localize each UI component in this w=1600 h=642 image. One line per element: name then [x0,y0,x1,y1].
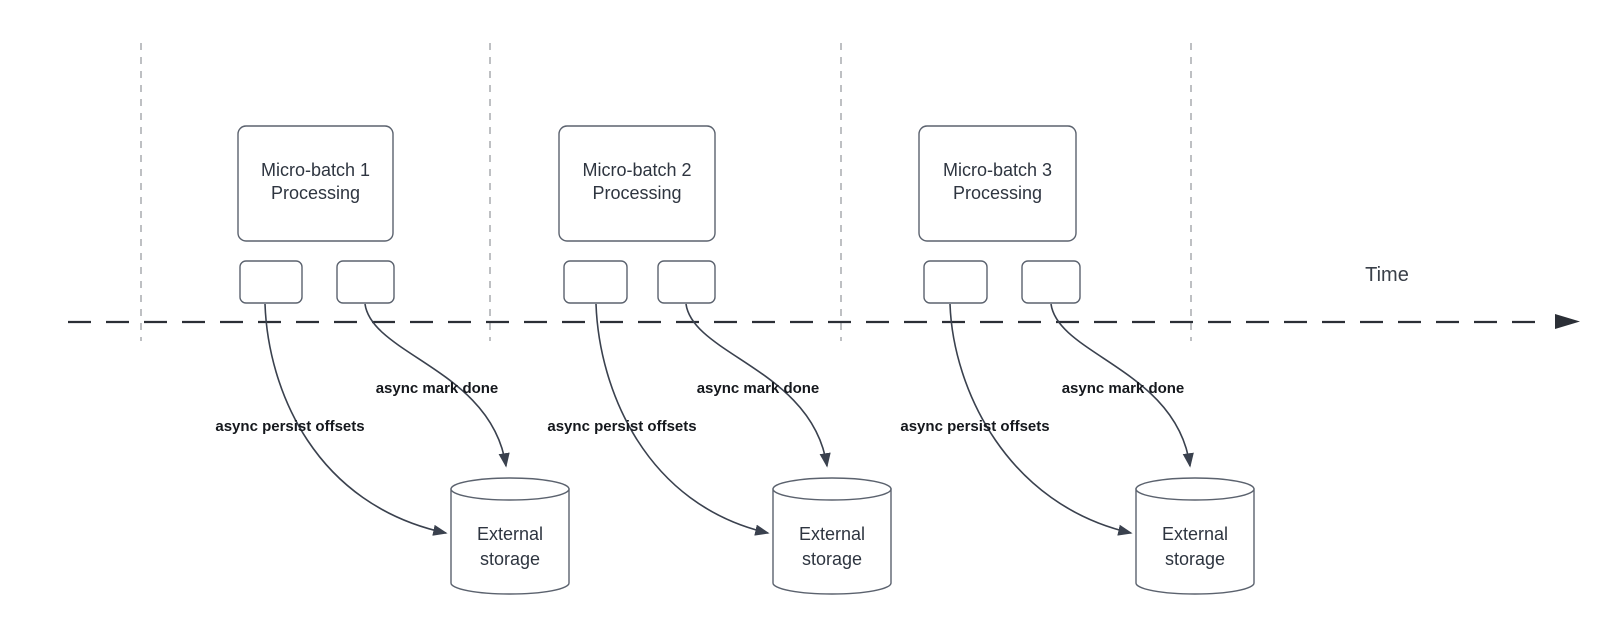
batch-3-group: Micro-batch 3 Processing async persist o… [900,125,1255,595]
batch-3-persist-offsets-label: async persist offsets [900,418,1049,435]
batch-2-offset-marker-box [563,260,628,304]
batch-2-storage-label-line1: External [799,524,865,544]
batch-1-persist-offsets-arrow [264,303,448,536]
batch-1-persist-offsets-label: async persist offsets [215,418,364,435]
micro-batch-2-label-line2: Processing [592,183,681,203]
batch-2-storage-label-line2: storage [802,549,862,569]
cylinder-body [1135,488,1255,595]
batch-3-done-marker-box [1021,260,1081,304]
batch-2-persist-offsets-label: async persist offsets [547,418,696,435]
batch-3-mark-done-arrow [1050,303,1194,468]
batch-1-offset-marker-box [239,260,303,304]
batch-3-mark-done-label: async mark done [1062,380,1185,397]
micro-batch-2-processing-box [558,125,716,242]
batch-3-storage-label-line2: storage [1165,549,1225,569]
batch-2-group: Micro-batch 2 Processing async persist o… [547,125,892,595]
batch-3-storage-label-line1: External [1162,524,1228,544]
micro-batch-1-label-line2: Processing [271,183,360,203]
batch-3-offset-marker-box [923,260,988,304]
batch-1-mark-done-arrow [364,303,510,468]
batch-3-persist-offsets-arrow [949,303,1133,536]
micro-batch-1-processing-box [237,125,394,242]
time-axis-arrowhead-icon [1555,314,1580,329]
batch-1-mark-done-label: async mark done [376,380,499,397]
cylinder-top [772,477,892,501]
micro-batch-1-label-line1: Micro-batch 1 [261,160,370,180]
batch-1-storage-label-line1: External [477,524,543,544]
batch-3-external-storage-cylinder: External storage [1135,477,1255,595]
batch-1-done-marker-box [336,260,395,304]
micro-batch-2-label-line1: Micro-batch 2 [582,160,691,180]
micro-batch-3-processing-box [918,125,1077,242]
cylinder-top [450,477,570,501]
batch-2-mark-done-arrow [685,303,831,468]
time-axis-label: Time [1365,264,1409,286]
batch-2-external-storage-cylinder: External storage [772,477,892,595]
micro-batch-3-label-line2: Processing [953,183,1042,203]
batch-2-done-marker-box [657,260,716,304]
cylinder-body [772,488,892,595]
batch-1-group: Micro-batch 1 Processing async persist o… [215,125,570,595]
micro-batch-3-label-line1: Micro-batch 3 [943,160,1052,180]
time-axis: Time [68,264,1580,329]
cylinder-body [450,488,570,595]
batch-1-storage-label-line2: storage [480,549,540,569]
batch-2-mark-done-label: async mark done [697,380,820,397]
batch-1-external-storage-cylinder: External storage [450,477,570,595]
cylinder-top [1135,477,1255,501]
batch-2-persist-offsets-arrow [595,303,770,536]
